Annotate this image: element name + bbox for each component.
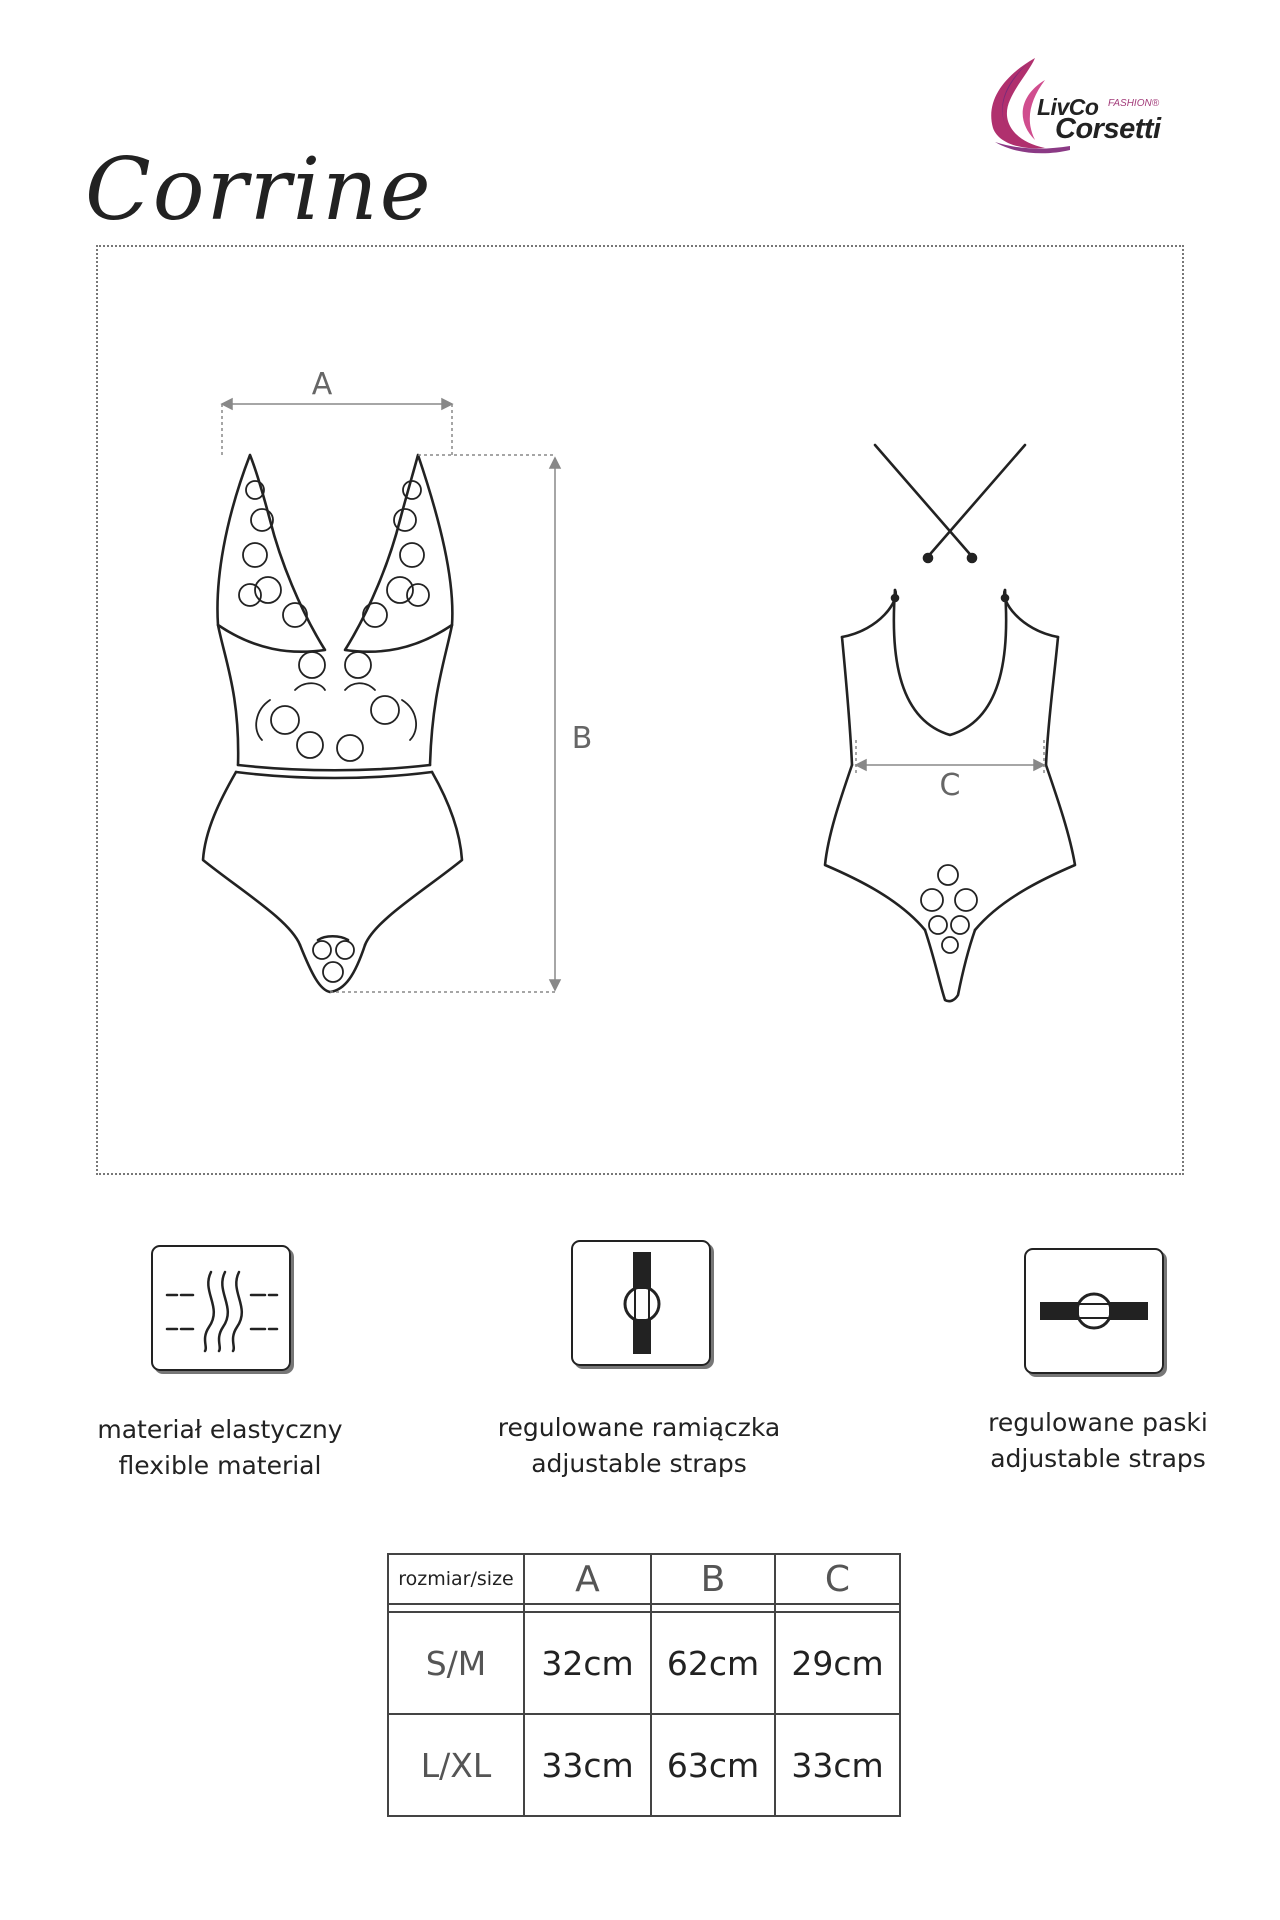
logo-text-livco: LivCo [1037, 94, 1099, 120]
feature-label-en: flexible material [118, 1451, 322, 1480]
vertical-strap-buckle-icon [571, 1240, 711, 1366]
size-header-label: rozmiar/size [387, 1553, 525, 1605]
size-header-c: C [774, 1553, 901, 1605]
size-table-header: rozmiar/size A B C [387, 1553, 901, 1605]
size-name: S/M [387, 1611, 525, 1715]
diagram-frame [96, 245, 1184, 1175]
feature-adjustable-shoulder-straps: regulowane ramiączka adjustable straps [489, 1410, 789, 1482]
measure-label-a: A [312, 367, 333, 402]
feature-label-en: adjustable straps [990, 1444, 1206, 1473]
brand-logo: LivCo FASHION® Corsetti [975, 50, 1195, 160]
size-value-b: 63cm [650, 1713, 776, 1817]
size-value-a: 33cm [523, 1713, 652, 1817]
table-row: L/XL 33cm 63cm 33cm [387, 1713, 901, 1817]
back-view-drawing [823, 443, 1077, 1003]
feature-flexible-material: materiał elastyczny flexible material [70, 1412, 370, 1484]
table-row: S/M 32cm 62cm 29cm [387, 1611, 901, 1715]
logo-text-corsetti: Corsetti [1055, 113, 1161, 145]
measure-label-c: C [940, 768, 961, 803]
back-lace-pattern [920, 864, 978, 954]
size-header-b: B [650, 1553, 776, 1605]
size-value-a: 32cm [523, 1611, 652, 1715]
size-value-c: 29cm [774, 1611, 901, 1715]
stretch-waves-icon [151, 1245, 291, 1371]
size-table: rozmiar/size A B C S/M 32cm 62cm 29cm L/… [387, 1553, 901, 1817]
size-value-b: 62cm [650, 1611, 776, 1715]
logo-text-fashion: FASHION® [1108, 98, 1160, 109]
measure-label-b: B [572, 721, 593, 756]
feature-label-en: adjustable straps [531, 1449, 747, 1478]
feature-adjustable-straps: regulowane paski adjustable straps [948, 1405, 1248, 1477]
size-header-a: A [523, 1553, 652, 1605]
product-title: Corrine [85, 140, 433, 240]
logo-swoosh-icon [991, 58, 1070, 154]
front-view-drawing [201, 453, 464, 994]
front-lace-pattern [238, 480, 430, 983]
size-name: L/XL [387, 1713, 525, 1817]
size-value-c: 33cm [774, 1713, 901, 1817]
feature-label-pl: regulowane paski [988, 1408, 1208, 1437]
table-gap [387, 1603, 901, 1613]
feature-label-pl: materiał elastyczny [97, 1415, 343, 1444]
horizontal-strap-buckle-icon [1024, 1248, 1164, 1374]
feature-label-pl: regulowane ramiączka [497, 1413, 781, 1442]
